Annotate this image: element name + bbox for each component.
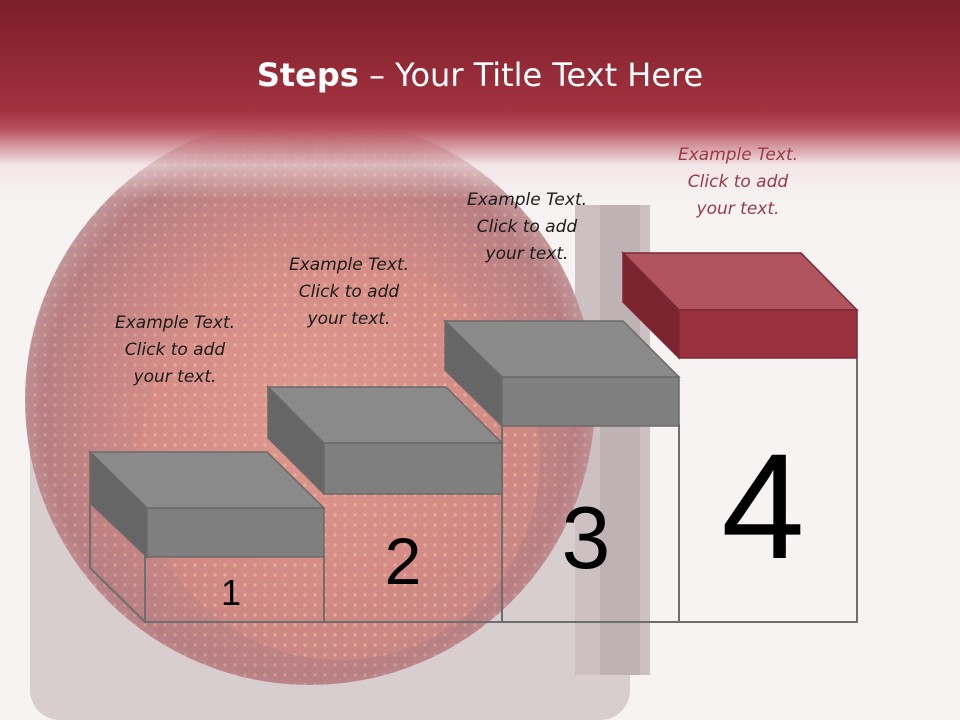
caption-line: Example Text. [466, 190, 588, 210]
caption-line: Click to add [298, 282, 400, 302]
caption-line: Click to add [124, 340, 226, 360]
step-1-number: 1 [221, 572, 241, 613]
step-1-caption[interactable]: Example Text. Click to add your text. [75, 310, 275, 391]
step-3-caption[interactable]: Example Text. Click to add your text. [427, 187, 627, 268]
caption-line: Example Text. [677, 145, 799, 165]
caption-line: your text. [696, 199, 780, 219]
caption-line: Example Text. [114, 313, 236, 333]
caption-line: your text. [307, 309, 391, 329]
caption-line: your text. [133, 367, 217, 387]
step-4-block[interactable] [621, 251, 859, 360]
caption-line: your text. [485, 244, 569, 264]
step-1-block[interactable] [88, 450, 326, 559]
slide-title[interactable]: Steps – Your Title Text Here [0, 52, 960, 98]
caption-line: Example Text. [288, 255, 410, 275]
caption-line: Click to add [476, 217, 578, 237]
step-4-caption[interactable]: Example Text. Click to add your text. [638, 142, 838, 223]
title-rest: – Your Title Text Here [358, 56, 704, 94]
caption-line: Click to add [687, 172, 789, 192]
title-bold: Steps [256, 56, 359, 94]
step-3-block[interactable] [443, 319, 681, 428]
header-band [0, 0, 960, 200]
step-2-number: 2 [385, 524, 422, 598]
step-3-number: 3 [562, 488, 611, 587]
step-2-block[interactable] [266, 385, 504, 496]
step-2-caption[interactable]: Example Text. Click to add your text. [249, 252, 449, 333]
step-4-number: 4 [721, 422, 804, 590]
